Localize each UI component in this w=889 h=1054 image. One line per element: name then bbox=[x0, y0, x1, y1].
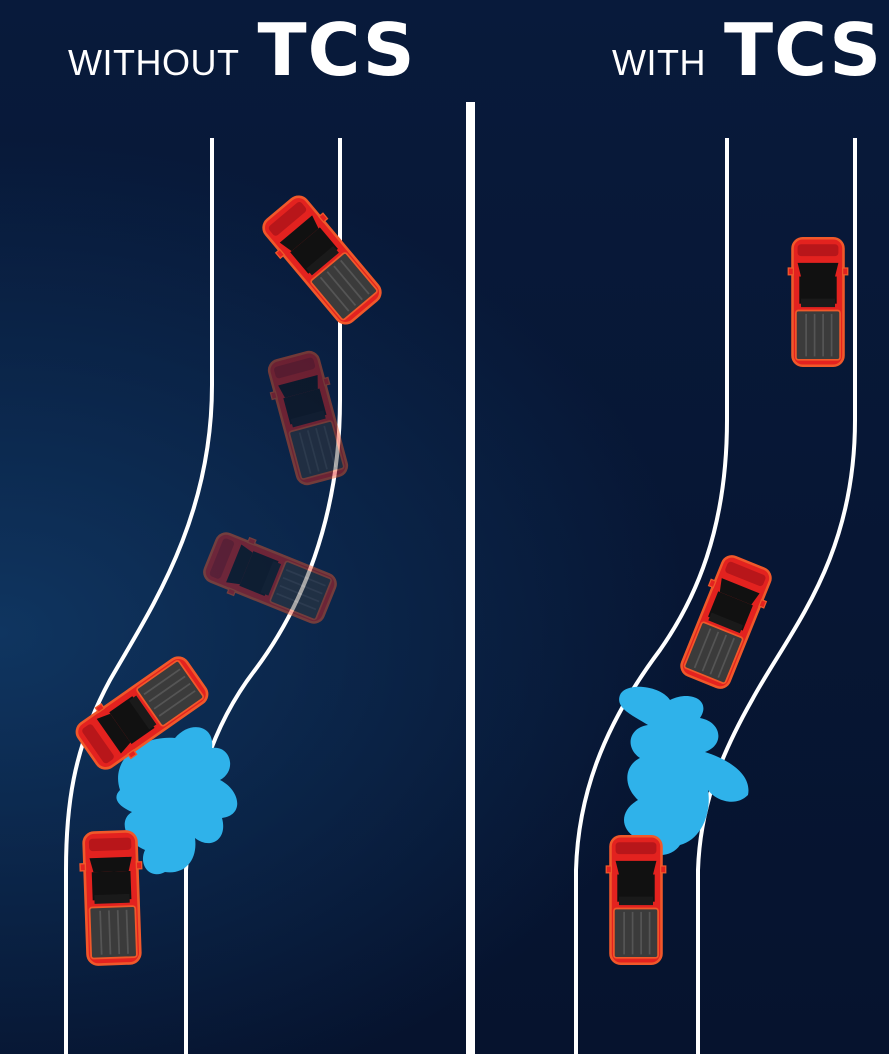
pickup-truck-icon bbox=[675, 552, 778, 693]
water-puddle-icon bbox=[619, 687, 748, 855]
pickup-truck-icon bbox=[606, 836, 666, 964]
pickup-truck-icon bbox=[788, 238, 848, 366]
panel-divider bbox=[466, 102, 475, 1054]
pickup-truck-icon bbox=[79, 831, 145, 965]
pickup-truck-icon bbox=[256, 190, 388, 331]
